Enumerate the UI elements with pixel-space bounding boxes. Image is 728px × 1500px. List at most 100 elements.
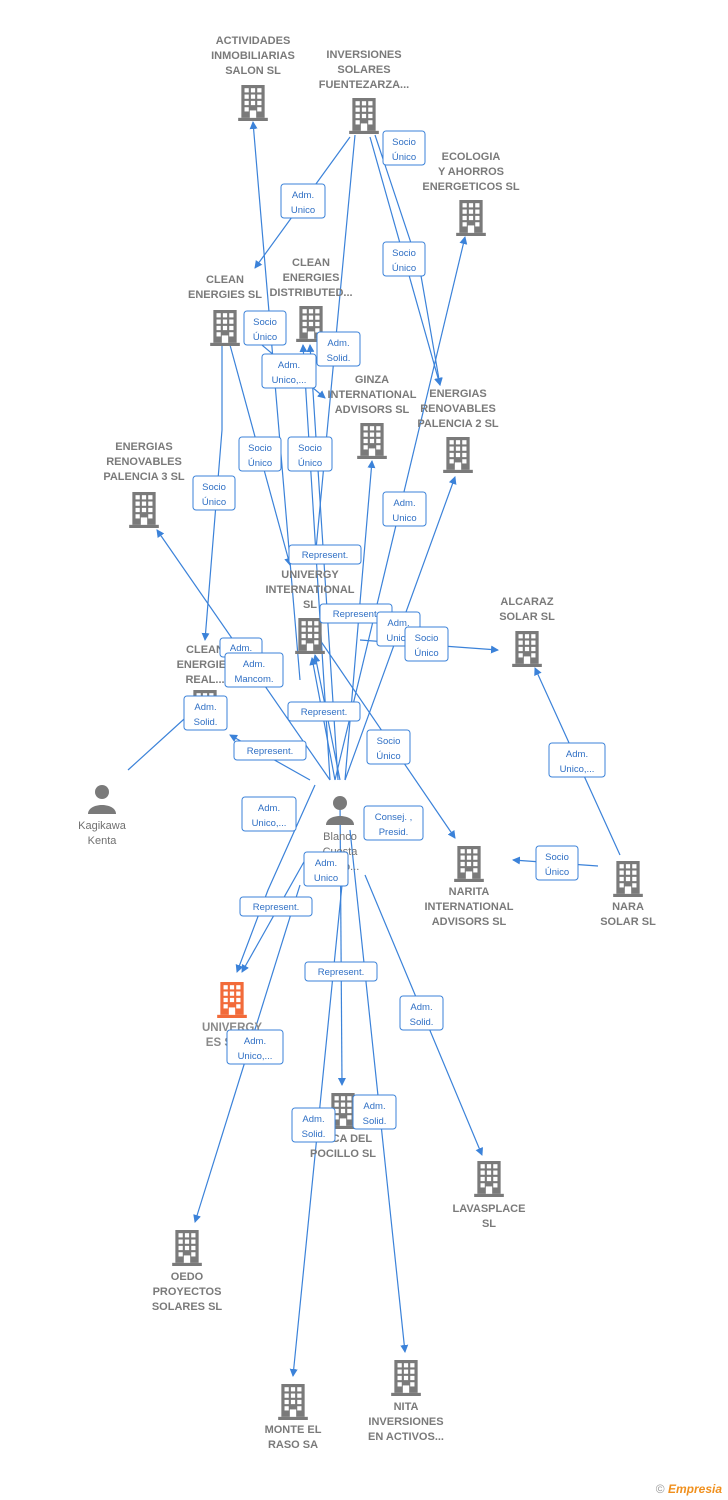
edge-label-box: [239, 896, 313, 917]
node-label-line: SL: [303, 599, 317, 611]
node-label-line: ADVISORS SL: [432, 916, 507, 928]
building-icon: [613, 861, 643, 897]
edge-label-text: Solid.: [302, 1129, 326, 1140]
building-icon: [391, 1360, 421, 1396]
edge-label-e31[interactable]: Adm.Solid.: [291, 1107, 336, 1143]
edge-label-box: [352, 1094, 397, 1130]
node-label-line: SOLARES: [337, 64, 390, 76]
person-icon: [88, 785, 116, 814]
node-label-line: PALENCIA 3 SL: [103, 471, 185, 483]
edge-label-e30[interactable]: Adm.Solid.: [352, 1094, 397, 1130]
edge-label-e2[interactable]: Adm. Unico: [280, 183, 326, 219]
edge-label-e10[interactable]: Adm.Unico: [382, 491, 427, 527]
building-icon: [238, 85, 268, 121]
node-label-line: ENERGIAS: [115, 441, 172, 453]
node-label-line: ALCARAZ: [500, 596, 553, 608]
edge-label-e6[interactable]: Adm. Unico,...: [261, 353, 317, 389]
node-label-line: RENOVABLES: [106, 456, 182, 468]
edge-label-e27[interactable]: Represent.: [304, 961, 378, 982]
edge-label-box: [535, 845, 579, 881]
edge-label-e16[interactable]: Adm.Mancom.: [224, 652, 284, 688]
edge-label-text: Mancom.: [234, 674, 273, 685]
edge-label-text: Unico,...: [238, 1051, 273, 1062]
edge-label-text: Adm.: [387, 618, 409, 629]
edge-label-box: [382, 130, 426, 166]
node-label-line: NARITA: [449, 886, 490, 898]
empresia-watermark: © Empresia: [656, 1482, 722, 1496]
edge-label-e28[interactable]: Adm.Solid.: [399, 995, 444, 1031]
edge-label-text: Adm.: [363, 1101, 385, 1112]
edge-label-box: [382, 241, 426, 277]
company-node-energias-p3[interactable]: ENERGIAS RENOVABLES PALENCIA 3 SL: [103, 441, 185, 528]
edge-line: [235, 784, 316, 973]
edge-label-text: Unico: [291, 205, 315, 216]
node-label-line: EN ACTIVOS...: [368, 1431, 444, 1443]
edge-label-box: [183, 695, 228, 731]
edge-label-box: [241, 796, 297, 832]
edge-label-text: Adm.: [258, 803, 280, 814]
node-label-line: Y AHORROS: [438, 166, 504, 178]
edge-label-text: Solid.: [327, 353, 351, 364]
edge-label-e26[interactable]: Represent.: [239, 896, 313, 917]
edge-label-text: Unico,...: [252, 818, 287, 829]
edge-label-e29[interactable]: Adm.Unico,...: [226, 1029, 284, 1065]
edge-label-e25[interactable]: Adm.Unico: [303, 851, 349, 887]
edge-label-text: Unico,...: [272, 375, 307, 386]
brand-name: mpresia: [675, 1482, 722, 1496]
edge-label-e22[interactable]: Adm.Unico,...: [548, 742, 606, 778]
building-icon: [474, 1161, 504, 1197]
edge-label-box: [382, 491, 427, 527]
edge-label-e11[interactable]: Represent.: [288, 544, 362, 565]
company-node-inversiones-solares[interactable]: INVERSIONESSOLARESFUENTEZARZA...: [319, 49, 409, 134]
edge-label-box: [399, 995, 444, 1031]
edge-label-e19[interactable]: Represent.: [233, 740, 307, 761]
edge-line: [249, 121, 301, 681]
edge-label-e23[interactable]: Consej. ,Presid.: [363, 805, 424, 841]
edge-label-box: [316, 331, 361, 367]
node-label-line: CLEAN: [186, 644, 224, 656]
edge-label-text: Único: [202, 497, 226, 508]
node-label-line: PROYECTOS: [153, 1286, 222, 1298]
building-icon: [454, 846, 484, 882]
edge-label-text: Adm.: [292, 190, 314, 201]
edge-label-text: Represent.: [301, 707, 347, 718]
edge-label-e21[interactable]: Adm. Unico,...: [241, 796, 297, 832]
edge-label-e5[interactable]: Adm.Solid.: [316, 331, 361, 367]
edge-label-e18[interactable]: Represent.: [287, 701, 361, 722]
node-label-line: POCILLO SL: [310, 1148, 376, 1160]
company-node-nita[interactable]: NITA INVERSIONES EN ACTIVOS...: [368, 1360, 444, 1443]
node-label-line: ENERGIES: [283, 272, 340, 284]
node-label-line: INVERSIONES: [368, 1416, 443, 1428]
node-label-line: SOLARES SL: [152, 1301, 223, 1313]
company-node-clean-distributed[interactable]: CLEANENERGIESDISTRIBUTED...: [269, 257, 353, 342]
node-label-line: Kagikawa: [78, 820, 127, 832]
company-node-clean-real[interactable]: CLEANENERGIESREAL...: [177, 644, 234, 726]
node-label-line: PALENCIA 2 SL: [417, 418, 499, 430]
node-label-line: NITA: [394, 1401, 419, 1413]
edge-label-text: Adm.: [278, 360, 300, 371]
edge-label-text: Unico: [392, 513, 416, 524]
edge-label-e17[interactable]: Adm.Solid.: [183, 695, 228, 731]
